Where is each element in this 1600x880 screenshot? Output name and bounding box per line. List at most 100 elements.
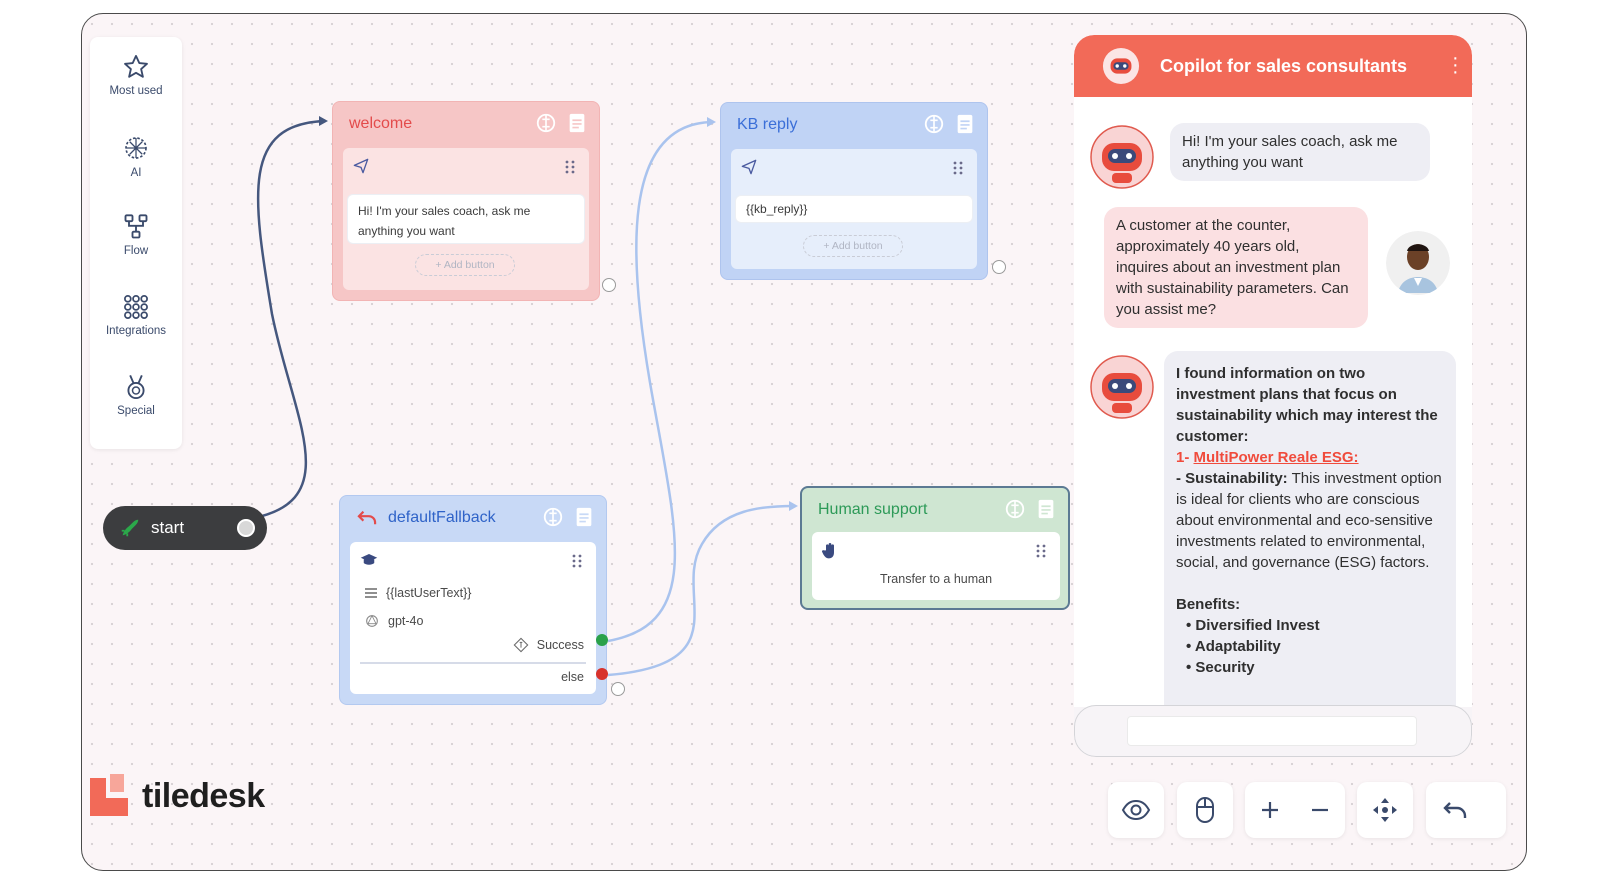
notes-icon[interactable] [1036, 498, 1056, 520]
list-item: Adaptability [1186, 636, 1444, 657]
block-title: Human support [818, 501, 928, 518]
start-label: start [151, 518, 185, 537]
success-row: Success [513, 637, 584, 653]
question-text: {{lastUserText}} [386, 586, 472, 600]
user-message: A customer at the counter, approximately… [1104, 207, 1368, 328]
else-row: else [561, 670, 584, 684]
welcome-reply-card[interactable]: Hi! I'm your sales coach, ask me anythin… [343, 148, 589, 290]
flow-icon [124, 214, 148, 239]
notes-icon[interactable] [567, 112, 587, 134]
add-button[interactable]: + Add button [415, 254, 515, 276]
chat-header: Copilot for sales consultants ··· [1074, 35, 1472, 97]
toolbar-label: Flow [123, 245, 149, 257]
success-output-port[interactable] [596, 634, 608, 646]
chat-messages[interactable]: Hi! I'm your sales coach, ask me anythin… [1074, 97, 1472, 707]
notes-icon[interactable] [955, 113, 975, 135]
undo-button[interactable] [1426, 782, 1506, 838]
block-kb-reply[interactable]: KB reply {{kb_reply}} + Add button [720, 102, 988, 280]
else-output-port[interactable] [596, 668, 608, 680]
undo-icon [1443, 802, 1467, 818]
star-icon [124, 54, 148, 78]
add-button[interactable]: + Add button [803, 235, 903, 257]
drag-handle-icon[interactable] [953, 161, 963, 175]
gpt-action-card[interactable]: {{lastUserText}} gpt-4o Success else [350, 542, 596, 694]
zoom-in-icon[interactable] [1260, 800, 1280, 820]
toolbar-label: Special [117, 405, 155, 417]
chat-composer [1074, 705, 1472, 757]
plan-link-row: 1- MultiPower Reale ESG: [1176, 447, 1444, 468]
zoom-out-icon[interactable] [1310, 800, 1330, 820]
divider [360, 662, 586, 664]
text-lines-icon [365, 588, 377, 598]
toolbar-integrations[interactable]: Integrations [90, 285, 182, 357]
benefits-label: Benefits: [1176, 596, 1241, 613]
plan-link[interactable]: MultiPower Reale ESG: [1193, 449, 1359, 466]
start-output-port[interactable] [237, 519, 255, 537]
more-menu-icon[interactable]: ··· [1452, 47, 1459, 83]
preview-button[interactable] [1108, 782, 1164, 838]
logo-text: tiledesk [142, 776, 265, 815]
tiledesk-logo: tiledesk [90, 774, 265, 818]
block-human-support[interactable]: Human support Transfer to a human [800, 486, 1070, 610]
toolbar-most-used[interactable]: Most used [90, 45, 182, 117]
undo-arrow-icon [357, 510, 377, 525]
zoom-controls [1245, 782, 1345, 838]
wire-else-human [607, 504, 795, 677]
message-input[interactable] [1127, 716, 1417, 746]
question-row: {{lastUserText}} [364, 586, 471, 600]
mouse-icon [1196, 797, 1214, 823]
ai-brain-icon[interactable] [923, 113, 945, 135]
message-text[interactable]: Hi! I'm your sales coach, ask me anythin… [347, 194, 585, 244]
ai-brain-icon[interactable] [1004, 498, 1026, 520]
message-text[interactable]: {{kb_reply}} [735, 195, 973, 223]
toolbar-ai[interactable]: AI [90, 125, 182, 197]
toolbar-special[interactable]: Special [90, 365, 182, 437]
grid-icon [124, 295, 148, 319]
center-view-button[interactable] [1357, 782, 1413, 838]
else-label: else [561, 670, 584, 684]
fallback-output-port[interactable] [611, 682, 625, 696]
kb-reply-card[interactable]: {{kb_reply}} + Add button [731, 149, 977, 269]
drag-handle-icon[interactable] [565, 160, 575, 174]
list-item: Diversified Invest [1186, 615, 1444, 636]
toolbar-flow[interactable]: Flow [90, 205, 182, 277]
medal-icon [127, 374, 145, 400]
action-text: Transfer to a human [879, 572, 993, 586]
wire-start-welcome [256, 119, 326, 518]
ai-brain-icon[interactable] [542, 506, 564, 528]
block-welcome[interactable]: welcome Hi! I'm your sales coach, ask me… [332, 101, 600, 301]
drag-handle-icon[interactable] [1036, 544, 1046, 558]
toolbar-label: Integrations [105, 325, 167, 337]
send-icon [353, 158, 369, 174]
block-title: KB reply [737, 116, 798, 133]
eye-icon [1121, 799, 1151, 821]
notes-icon[interactable] [574, 506, 594, 528]
user-avatar [1386, 231, 1450, 295]
kb-reply-output-port[interactable] [992, 260, 1006, 274]
start-node[interactable]: start [103, 506, 267, 550]
chat-preview-panel: Copilot for sales consultants ··· Hi! I'… [1074, 35, 1472, 757]
send-icon [741, 159, 757, 175]
mouse-mode-button[interactable] [1177, 782, 1233, 838]
list-item: Security [1186, 657, 1444, 678]
sustainability-text: This investment option is ideal for clie… [1176, 470, 1442, 571]
success-label: Success [536, 638, 584, 652]
block-title: welcome [349, 115, 413, 132]
bot-answer-message: I found information on two investment pl… [1164, 351, 1456, 707]
toolbar-label: Most used [109, 85, 163, 97]
human-handoff-card[interactable]: Transfer to a human [812, 532, 1060, 600]
block-default-fallback[interactable]: defaultFallback {{lastUserText}} gpt-4o … [339, 495, 607, 705]
welcome-output-port[interactable] [602, 278, 616, 292]
blocks-toolbar: Most used AI Flow Integrations Special [90, 37, 182, 449]
drag-handle-icon[interactable] [572, 554, 582, 568]
block-title: defaultFallback [388, 509, 496, 526]
toolbar-label: AI [130, 167, 142, 179]
plan-link-prefix: 1- [1176, 449, 1194, 466]
sustainability-label: - Sustainability: [1176, 470, 1288, 487]
flow-canvas[interactable]: Most used AI Flow Integrations Special s… [81, 13, 1527, 871]
graduation-cap-icon [360, 554, 378, 565]
rocket-icon [121, 519, 139, 537]
ai-brain-icon[interactable] [535, 112, 557, 134]
chat-title: Copilot for sales consultants [1160, 55, 1408, 76]
bot-avatar-icon [1102, 47, 1140, 85]
